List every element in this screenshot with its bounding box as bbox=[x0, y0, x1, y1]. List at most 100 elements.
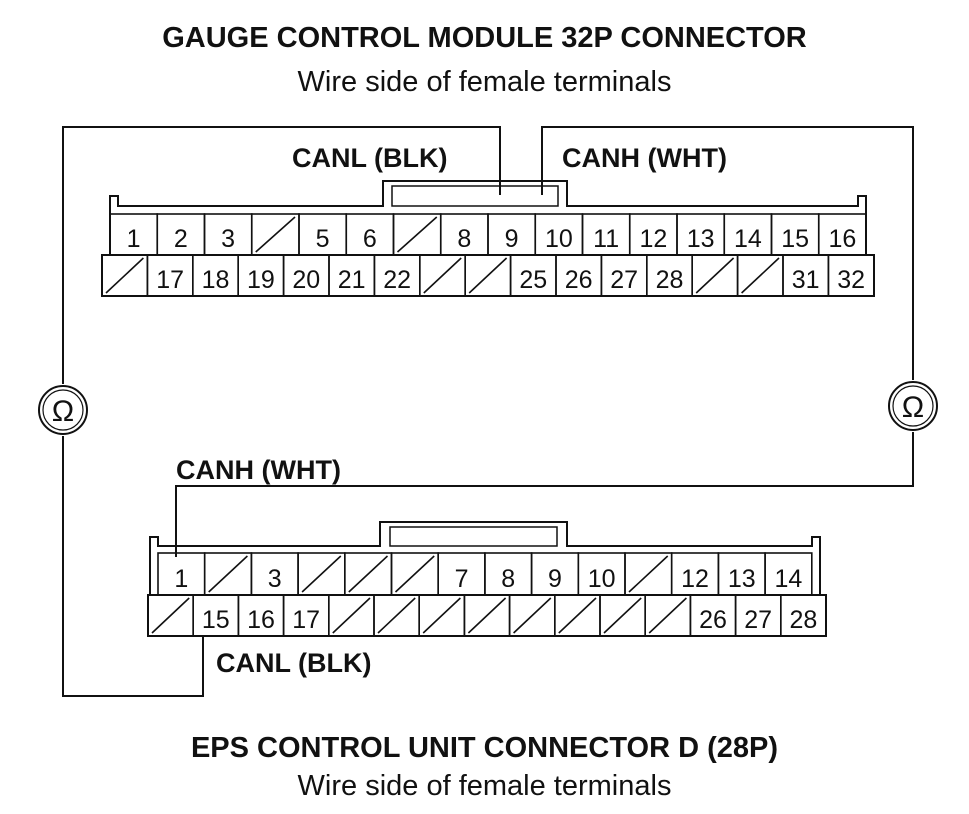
top-row2-terminal-blank-7 bbox=[418, 254, 466, 297]
top-row1-terminal-number: 6 bbox=[363, 225, 377, 253]
bottom-row2-terminal-blank-7 bbox=[463, 594, 511, 637]
top-row1-terminal-number: 8 bbox=[457, 225, 471, 253]
bottom-row2-terminal-blank-11 bbox=[644, 594, 692, 637]
bottom-row2-terminal-blank-8 bbox=[508, 594, 556, 637]
bottom-row2-terminal-number: 26 bbox=[699, 606, 727, 634]
top-row2-terminal-number: 27 bbox=[610, 266, 638, 294]
top-row2-terminal-21: 21 bbox=[328, 254, 376, 297]
wire-top-canh-to-right-meter bbox=[541, 126, 914, 380]
bottom-row1-terminal-10: 10 bbox=[577, 552, 626, 596]
top-row1-terminal-11: 11 bbox=[581, 213, 631, 256]
bottom-row2-terminal-blank-6 bbox=[418, 594, 466, 637]
top-row2-terminal-20: 20 bbox=[282, 254, 330, 297]
top-connector-latch bbox=[391, 185, 559, 207]
wire-left-meter-to-bottom-canl bbox=[62, 436, 204, 697]
top-row2-terminal-number: 18 bbox=[202, 266, 230, 294]
bottom-connector-latch bbox=[389, 526, 558, 547]
top-row1-terminal-number: 11 bbox=[593, 225, 619, 253]
top-row1-terminal-10: 10 bbox=[534, 213, 584, 256]
bottom-row1-terminal-14: 14 bbox=[764, 552, 813, 596]
top-row1-terminal-number: 5 bbox=[316, 225, 330, 253]
bottom-canl-label: CANL (BLK) bbox=[216, 648, 372, 678]
bottom-row2-terminal-16: 16 bbox=[237, 594, 285, 637]
bottom-row1-terminal-1: 1 bbox=[157, 552, 206, 596]
top-row2-terminal-27: 27 bbox=[600, 254, 648, 297]
top-row2-terminal-blank-8 bbox=[464, 254, 512, 297]
top-row1-terminal-15: 15 bbox=[770, 213, 820, 256]
top-row1-terminal-5: 5 bbox=[298, 213, 348, 256]
top-row1-terminal-3: 3 bbox=[203, 213, 253, 256]
top-row2-terminal-32: 32 bbox=[827, 254, 875, 297]
top-row2-terminal-number: 32 bbox=[837, 266, 865, 294]
top-row1-terminal-2: 2 bbox=[156, 213, 206, 256]
top-row2-terminal-blank-0 bbox=[101, 254, 149, 297]
top-connector-title: GAUGE CONTROL MODULE 32P CONNECTOR bbox=[162, 22, 807, 54]
top-canh-label: CANH (WHT) bbox=[562, 143, 727, 173]
bottom-row2-terminal-number: 15 bbox=[202, 606, 230, 634]
top-row2-terminal-number: 31 bbox=[792, 266, 820, 294]
bottom-row1-terminal-8: 8 bbox=[484, 552, 533, 596]
bottom-row2-terminal-15: 15 bbox=[192, 594, 240, 637]
top-canl-label: CANL (BLK) bbox=[292, 143, 448, 173]
top-row2-terminal-19: 19 bbox=[237, 254, 285, 297]
top-row2-terminal-22: 22 bbox=[373, 254, 421, 297]
bottom-connector-subtitle: Wire side of female terminals bbox=[297, 770, 672, 802]
bottom-row1-terminal-7: 7 bbox=[437, 552, 486, 596]
top-row1-terminal-number: 1 bbox=[127, 225, 141, 253]
top-row2-terminal-number: 22 bbox=[383, 266, 411, 294]
top-row2-terminal-number: 21 bbox=[338, 266, 366, 294]
top-row2-terminal-number: 20 bbox=[292, 266, 320, 294]
bottom-row2-terminal-blank-5 bbox=[373, 594, 421, 637]
bottom-row1-terminal-number: 9 bbox=[548, 565, 562, 593]
top-row2-terminal-blank-13 bbox=[691, 254, 739, 297]
top-row2-terminal-number: 19 bbox=[247, 266, 275, 294]
top-row2-terminal-number: 17 bbox=[156, 266, 184, 294]
top-row1-terminal-number: 13 bbox=[687, 225, 715, 253]
bottom-canh-label: CANH (WHT) bbox=[176, 455, 341, 485]
top-row1-terminal-number: 14 bbox=[734, 225, 762, 253]
bottom-row1-terminal-blank-4 bbox=[343, 552, 393, 596]
bottom-row2-terminal-28: 28 bbox=[779, 594, 827, 637]
top-row1-terminal-6: 6 bbox=[345, 213, 395, 256]
top-row2-terminal-26: 26 bbox=[555, 254, 603, 297]
bottom-row1-terminal-number: 3 bbox=[268, 565, 282, 593]
bottom-row2-terminal-blank-10 bbox=[599, 594, 647, 637]
bottom-row1-terminal-blank-10 bbox=[624, 552, 673, 596]
bottom-row2-terminal-number: 17 bbox=[292, 606, 320, 634]
bottom-row1-terminal-number: 7 bbox=[455, 565, 469, 593]
bottom-row1-terminal-number: 14 bbox=[775, 565, 803, 593]
top-row2-terminal-blank-14 bbox=[736, 254, 784, 297]
bottom-row1-terminal-number: 13 bbox=[728, 565, 756, 593]
top-row1-terminal-14: 14 bbox=[723, 213, 773, 256]
top-row2-terminal-number: 26 bbox=[565, 266, 593, 294]
bottom-row1-terminal-number: 1 bbox=[174, 565, 188, 593]
bottom-connector-title: EPS CONTROL UNIT CONNECTOR D (28P) bbox=[190, 732, 779, 764]
bottom-row1-terminal-blank-1 bbox=[203, 552, 253, 596]
bottom-row1-terminal-13: 13 bbox=[717, 552, 766, 596]
top-row1-terminal-blank-3 bbox=[250, 213, 300, 256]
bottom-row1-terminal-blank-5 bbox=[390, 552, 440, 596]
top-row1-terminal-number: 2 bbox=[174, 225, 188, 253]
top-row1-terminal-number: 9 bbox=[505, 225, 519, 253]
bottom-row2-terminal-26: 26 bbox=[689, 594, 737, 637]
top-row1-terminal-number: 15 bbox=[781, 225, 809, 253]
top-row1-terminal-number: 16 bbox=[828, 225, 856, 253]
top-row1-terminal-9: 9 bbox=[487, 213, 537, 256]
top-row2-terminal-25: 25 bbox=[509, 254, 557, 297]
top-row2-terminal-number: 28 bbox=[656, 266, 684, 294]
wire-right-meter-to-bottom-canh bbox=[175, 432, 914, 557]
top-row2-terminal-number: 25 bbox=[519, 266, 547, 294]
bottom-row1-terminal-number: 12 bbox=[681, 565, 709, 593]
bottom-row2-terminal-17: 17 bbox=[282, 594, 330, 637]
bottom-row2-terminal-number: 28 bbox=[789, 606, 817, 634]
top-row2-terminal-17: 17 bbox=[146, 254, 194, 297]
wire-top-canl-to-left-meter bbox=[62, 126, 501, 384]
bottom-row1-terminal-blank-3 bbox=[297, 552, 346, 596]
top-row1-terminal-number: 12 bbox=[639, 225, 667, 253]
ohm-symbol-left: Ω bbox=[52, 395, 74, 428]
top-row1-terminal-1: 1 bbox=[109, 213, 159, 256]
bottom-row1-terminal-12: 12 bbox=[670, 552, 720, 596]
top-row2-terminal-31: 31 bbox=[782, 254, 830, 297]
bottom-row2-terminal-27: 27 bbox=[734, 594, 782, 637]
ohm-meter-right: Ω bbox=[888, 381, 938, 431]
